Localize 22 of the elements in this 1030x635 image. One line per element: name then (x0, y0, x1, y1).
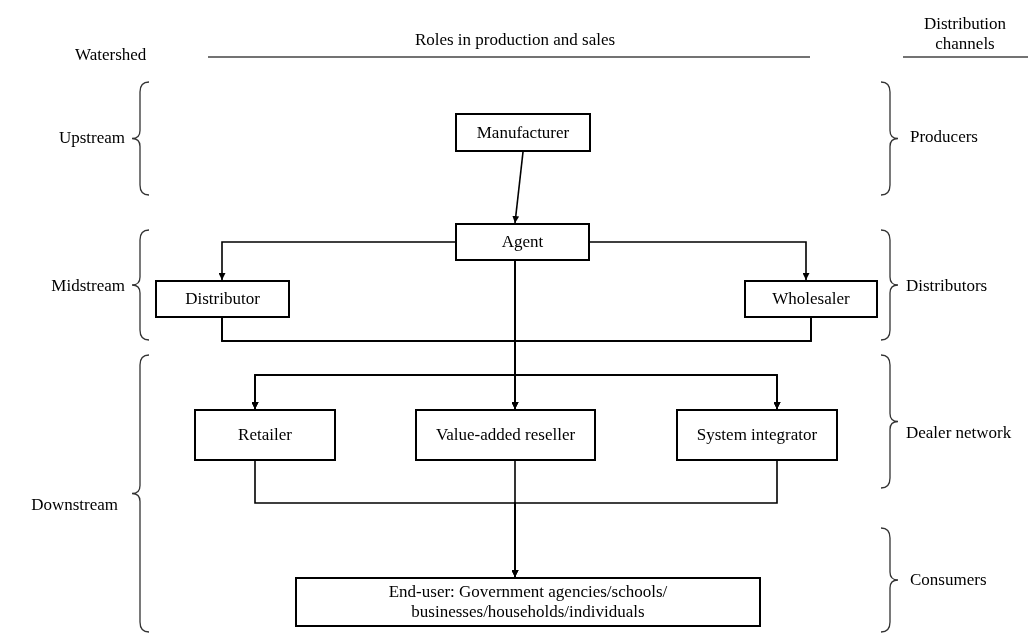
process-box: End-user: Government agencies/schools/ businesses/households/individuals (295, 577, 761, 627)
arrow (218, 241, 456, 281)
row-label: Downstream (31, 494, 118, 516)
row-label: Consumers (910, 569, 987, 591)
arrow (589, 241, 810, 281)
process-box: Value-added reseller (415, 409, 596, 461)
process-box: System integrator (676, 409, 838, 461)
arrow (511, 460, 778, 578)
row-label: Dealer network (906, 422, 1012, 444)
process-box: Wholesaler (744, 280, 878, 318)
arrow (512, 151, 524, 224)
row-label: Producers (910, 126, 978, 148)
row-label: Upstream (58, 127, 125, 149)
row-label: Watershed (75, 44, 147, 66)
row-label: Distributors (906, 275, 988, 297)
process-box: Distributor (155, 280, 290, 318)
process-box: Manufacturer (455, 113, 591, 152)
process-box: Retailer (194, 409, 336, 461)
process-box: Agent (455, 223, 590, 261)
row-label: Midstream (51, 275, 125, 297)
row-label: Distribution channels (922, 13, 1008, 55)
row-label: Roles in production and sales (414, 29, 616, 51)
